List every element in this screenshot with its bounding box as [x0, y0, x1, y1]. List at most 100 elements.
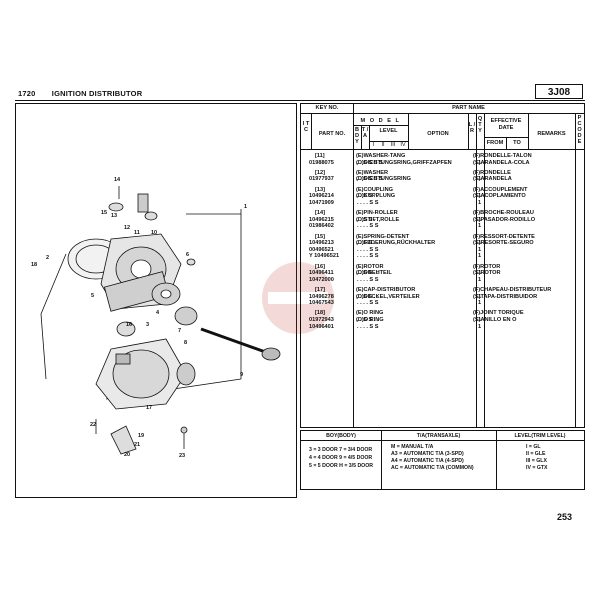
part-name-header: PART NAME	[452, 105, 485, 111]
table-model-flags: . . . . S S	[357, 276, 379, 283]
body-divider-effective	[484, 149, 485, 427]
col-divider-effective	[484, 113, 485, 149]
legend-header-rule	[301, 440, 584, 441]
callout-7: 7	[178, 328, 181, 334]
callout-3: 3	[146, 322, 149, 328]
legend-ta-line: AC = AUTOMATIC T/A (COMMON)	[391, 465, 474, 471]
callout-19: 19	[138, 433, 144, 439]
table-part-no: 01972943	[309, 317, 334, 323]
level-mark-1: I	[372, 142, 375, 148]
part-name-fr: (F)RONDELLE-TALON	[473, 153, 532, 159]
page-number: 253	[557, 512, 573, 522]
callout-4: 4	[156, 310, 160, 316]
rotor-disc	[174, 306, 198, 326]
callout-2: 2	[46, 255, 49, 261]
part-name-es: (S)ARANDELA	[473, 176, 512, 183]
part-name-de: (D)FEDERUNG,RÜCKHALTER	[356, 240, 436, 247]
col-divider-option	[408, 113, 409, 149]
table-part-no: 10496401	[309, 323, 334, 330]
part-name-es: (S)PASADOR-RODILLO	[473, 216, 536, 223]
legend-level-line: II = GLE	[526, 451, 546, 457]
legend-level-title: LEVEL(TRIM LEVEL)	[514, 433, 566, 439]
col-level: LEVEL	[379, 128, 398, 134]
col-effective: EFFECTIVE DATE	[490, 118, 522, 131]
part-name-fr: (F)RESSORT-DETENTE	[473, 233, 535, 240]
table-key-no: [15]	[315, 233, 325, 240]
leader-line	[40, 253, 67, 315]
part-name-de: (D)KUPPLUNG	[356, 193, 396, 200]
section-title: IGNITION DISTRIBUTOR	[51, 89, 143, 98]
table-model-flags: . . . . S S	[357, 323, 379, 330]
part-name-es: (S)ARANDELA-COLA	[473, 159, 530, 166]
level-rule	[369, 141, 408, 142]
bracket-shape	[110, 425, 137, 455]
page-header: 1720 IGNITION DISTRIBUTOR	[18, 89, 156, 98]
part-name-fr: (F)ACCOUPLEMENT	[473, 186, 528, 193]
cap-tower	[115, 353, 131, 365]
table-part-no: 01977937	[309, 176, 334, 183]
callout-9: 9	[240, 372, 243, 378]
watermark-band	[268, 292, 328, 304]
legend-divider-1	[381, 431, 382, 489]
table-model-flags: . . . . S S	[357, 300, 379, 307]
part-name-es: (S)ACOPLAMIENTO	[473, 193, 526, 200]
level-mark-4: IV	[400, 142, 406, 148]
part-name-en: (E)O RING	[356, 310, 384, 317]
callout-20: 20	[124, 452, 130, 458]
table-key-no: [18]	[315, 310, 325, 317]
table-key-no: [13]	[315, 186, 325, 193]
col-to: TO	[513, 140, 521, 146]
table-part-no: 10471909	[309, 199, 334, 206]
washer-shape	[108, 202, 124, 212]
callout-12: 12	[124, 225, 130, 231]
col-lr: L / R	[468, 122, 476, 134]
callout-8: 8	[184, 340, 187, 346]
part-name-es: (S)ROTOR	[473, 270, 501, 277]
table-key-no: [16]	[315, 263, 325, 270]
table-key-no: [11]	[315, 153, 325, 159]
table-model-flags: . . . . S S	[357, 199, 379, 206]
callout-5: 5	[91, 293, 94, 299]
legend-body-line: 3 = 3 DOOR 7 = 3/4 DOOR	[309, 447, 373, 453]
part-name-en: (E)ROTOR	[356, 263, 384, 270]
legend-panel: BOY(BODY) T/A(TRANSAXLE) LEVEL(TRIM LEVE…	[300, 430, 585, 490]
col-divider-qty	[476, 113, 477, 149]
legend-ta-line: M = MANUAL T/A	[391, 444, 434, 450]
callout-10: 10	[151, 230, 157, 236]
level-mark-2: II	[381, 142, 385, 148]
legend-ta-line: A4 = AUTOMATIC T/A (4-SPD)	[391, 458, 464, 464]
key-no-header: KEY NO.	[315, 105, 339, 111]
table-qty: 1	[478, 193, 482, 200]
part-name-de: (D)DICHTUNGSRING	[356, 176, 412, 183]
part-name-fr: (F)JOINT TORIQUE	[473, 310, 524, 317]
table-part-no: 10496214	[309, 193, 334, 200]
part-name-de: (D)STIFT,ROLLE	[356, 216, 400, 223]
legend-level-line: III = GLX	[526, 458, 547, 464]
table-qty: 1	[478, 253, 482, 260]
exploded-diagram-panel: 1 2 3 4 5 6 7 8 9 10 11 12 13 14 15 16 1…	[15, 103, 297, 498]
table-part-no: 10472000	[309, 276, 334, 283]
callout-21: 21	[134, 442, 140, 448]
col-ta: T / A	[361, 127, 369, 139]
table-qty: 1	[478, 240, 482, 247]
col-divider-ta	[369, 125, 370, 149]
distributor-shaft	[200, 327, 272, 356]
table-qty: 1	[478, 293, 482, 300]
table-part-no: 10467543	[309, 300, 334, 307]
table-part-no: 10496411	[309, 270, 334, 277]
table-qty: 1	[478, 323, 482, 330]
table-qty: 1	[478, 216, 482, 223]
callout-17: 17	[146, 405, 152, 411]
table-part-no: Y 10496521	[309, 253, 340, 260]
rotor-hole	[160, 289, 172, 299]
callout-11: 11	[134, 230, 140, 236]
table-model-flags: . . S S . .	[357, 293, 379, 300]
cap-gasket	[116, 321, 136, 337]
body-divider-partno	[353, 149, 354, 427]
part-name-de: (D)DREHTEIL	[356, 270, 392, 277]
reference-code-box: 3J08	[535, 84, 583, 99]
legend-ta-title: T/A(TRANSAXLE)	[416, 433, 461, 439]
model-rule	[353, 125, 408, 126]
callout-18: 18	[31, 262, 37, 268]
part-name-en: (E)WASHER	[356, 169, 389, 176]
